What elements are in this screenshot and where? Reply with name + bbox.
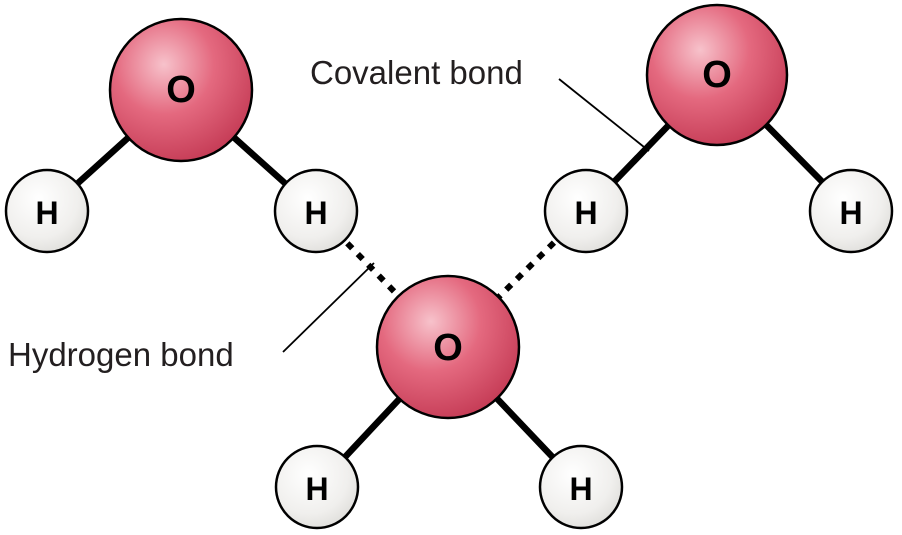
oxygen-symbol: O [702, 54, 732, 96]
hydrogen-symbol: H [839, 195, 862, 231]
covalent-label-leader-line [558, 78, 650, 152]
hydrogen-symbol: H [574, 195, 597, 231]
oxygen-atom [645, 3, 789, 147]
oxygen-symbol: O [166, 69, 196, 111]
hydrogen-bond-label: Hydrogen bond [8, 336, 234, 373]
water-molecule-bottom-center: O H H [274, 274, 624, 530]
hydrogen-atom [538, 444, 624, 530]
water-molecule-top-left: O H H [4, 17, 359, 254]
covalent-bond-label: Covalent bond [310, 54, 523, 91]
hydrogen-atom [274, 444, 360, 530]
hydrogen-symbol: H [305, 471, 328, 507]
hydrogen-symbol: H [304, 195, 327, 231]
hydrogen-atom [543, 168, 629, 254]
hydrogen-symbol: H [569, 471, 592, 507]
hydrogen-atom [4, 168, 90, 254]
hydrogen-label-leader-line [282, 262, 375, 353]
water-molecule-top-right: O H H [543, 3, 894, 254]
oxygen-atom [108, 17, 254, 163]
hydrogen-symbol: H [35, 195, 58, 231]
hydrogen-atom [808, 168, 894, 254]
hydrogen-atom [273, 168, 359, 254]
oxygen-symbol: O [433, 327, 463, 369]
oxygen-atom [375, 274, 521, 420]
